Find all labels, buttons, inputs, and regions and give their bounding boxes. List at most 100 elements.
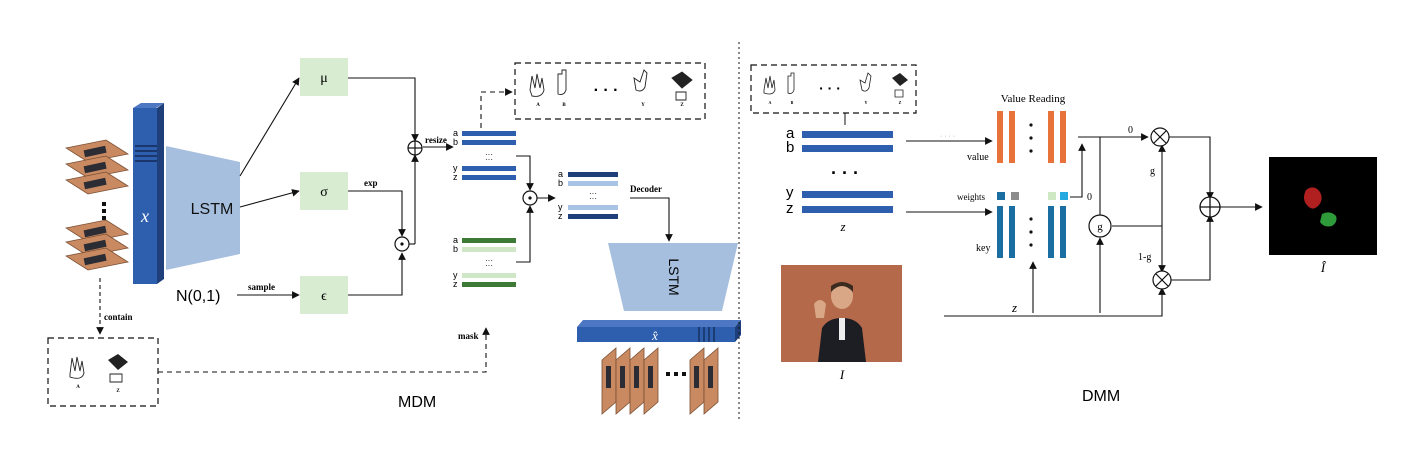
output-frame: [601, 347, 617, 415]
mask-combine-arrows: [516, 155, 556, 263]
output-frame: [615, 347, 631, 415]
sign-caption: B: [562, 103, 566, 108]
sign-caption: Z: [899, 100, 902, 105]
hand-sign-icon: [529, 73, 545, 97]
input-frame: [64, 155, 130, 179]
latent-letter: a: [786, 125, 795, 142]
bar-letter: z: [453, 172, 458, 182]
sign-set-box-mdm: A B · · · Y Z: [514, 62, 706, 120]
bar-letter: z: [453, 279, 458, 289]
bar-ellipsis: ···: [485, 155, 493, 164]
hand-sign-icon: [69, 356, 85, 379]
value-label: value: [967, 152, 989, 163]
hand-sign-icon: [557, 69, 567, 95]
one-minus-g-label: 1-g: [1138, 252, 1151, 263]
bar-letter: a: [453, 235, 458, 245]
encoder-lstm: LSTM: [166, 146, 240, 270]
exp-label: exp: [364, 178, 378, 188]
bar-letter: z: [558, 211, 563, 221]
memory-dot: [1029, 149, 1033, 153]
sign-caption: B: [791, 100, 794, 105]
bar-letter: y: [453, 163, 458, 173]
input-image: [781, 265, 902, 362]
decoder-label: Decoder: [630, 184, 662, 194]
contained-signs-box: A Z: [47, 337, 159, 407]
zero-label-top: 0: [1128, 125, 1133, 136]
bar-letter: b: [453, 244, 458, 254]
zero-label-mid: 0: [1087, 192, 1092, 203]
input-frame: [64, 171, 130, 195]
value-memory: [997, 111, 1066, 163]
latent-letter: y: [786, 184, 794, 201]
gate-g: g: [1088, 214, 1112, 238]
latent-ellipsis: · · ·: [831, 163, 859, 183]
input-frame: [64, 233, 130, 257]
sigma-box: σ: [300, 172, 348, 210]
bar-ellipsis: ···: [485, 256, 493, 265]
bar-ellipsis: ···: [485, 150, 493, 159]
latent-bars-blue: a b ··· ··· y z: [453, 128, 516, 182]
memory-dot: [1029, 136, 1033, 140]
output-frame: [629, 347, 645, 415]
bar-ellipsis: ···: [485, 261, 493, 270]
sign-caption: Z: [680, 103, 684, 108]
bar-ellipsis: ···: [589, 189, 597, 198]
mask-label: mask: [458, 331, 479, 341]
decoder-lstm-label: LSTM: [666, 258, 682, 295]
key-memory: [997, 206, 1066, 258]
memory-dot: [1029, 123, 1033, 127]
hand-sign-icon: [787, 72, 795, 94]
encoder-lstm-label: LSTM: [191, 201, 234, 218]
mask-dashed-arrow: [158, 327, 490, 373]
otimes-operator-bottom: [1152, 270, 1172, 290]
input-frame: [64, 139, 130, 163]
contain-label: contain: [104, 312, 133, 322]
input-sequence-bar: x: [133, 103, 164, 284]
memory-dot: [1029, 243, 1033, 247]
faint-dots: · · · ·: [940, 133, 955, 140]
oplus-operator: [407, 140, 423, 156]
output-mask-image: [1269, 157, 1377, 255]
output-frame: [703, 347, 719, 415]
decoder-arrow: [630, 197, 673, 242]
dmm-label: DMM: [1082, 388, 1120, 405]
gate-g-label: g: [1097, 221, 1103, 233]
bar-ellipsis: ···: [589, 194, 597, 203]
reconstructed-sequence-bar: x̂: [577, 320, 741, 343]
bar-letter: b: [558, 178, 563, 188]
encoder-arrows: [237, 77, 454, 299]
sign-caption: Y: [641, 103, 645, 108]
hand-sign-icon: [108, 354, 128, 383]
odot-operator-mask: [522, 190, 538, 206]
oplus-operator-dmm: [1199, 196, 1221, 218]
weights-label: weights: [957, 192, 985, 202]
bar-letter: b: [453, 137, 458, 147]
dmm-input-arrows: [906, 137, 993, 216]
mask-bars-green: a b ··· ··· y z: [453, 235, 516, 289]
weights-cells: [997, 192, 1068, 200]
latent-letter: b: [786, 139, 794, 156]
input-x-label: x: [140, 206, 149, 226]
input-frame: [64, 247, 130, 271]
hand-sign-icon: [633, 69, 648, 92]
input-frame-stack: [64, 139, 130, 271]
hand-sign-icon: [859, 72, 872, 92]
sigma-label: σ: [320, 185, 328, 200]
memory-dot: [1029, 230, 1033, 234]
odot-operator: [394, 236, 410, 252]
contain-caption: A: [76, 385, 80, 390]
z-line-label: z: [1011, 300, 1017, 315]
latent-letter: z: [786, 200, 794, 217]
sign-caption: A: [536, 103, 540, 108]
sign-caption: A: [769, 100, 772, 105]
hand-sign-icon: [892, 73, 908, 98]
key-label: key: [976, 243, 990, 254]
contain-caption: Z: [116, 389, 120, 394]
sign-ellipsis: · · ·: [819, 80, 841, 96]
resize-label: resize: [425, 135, 447, 145]
latent-caption: z: [839, 219, 845, 234]
masked-bars-output: a b ··· ··· y z: [558, 169, 618, 221]
input-frame: [64, 219, 130, 243]
output-frame: [643, 347, 659, 415]
